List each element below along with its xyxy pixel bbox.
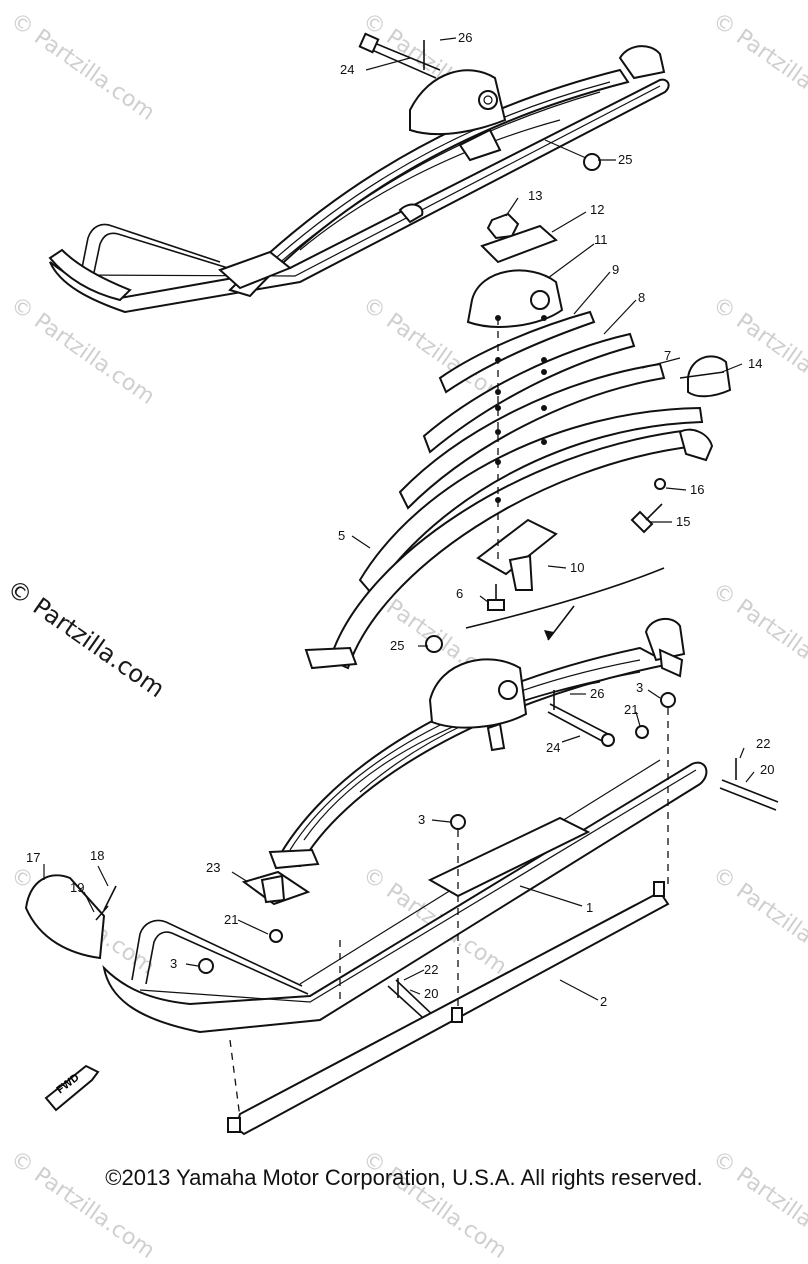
callout-24-bottom: 24 <box>546 740 560 755</box>
callout-8: 9 <box>612 262 619 277</box>
callout-20-front: 20 <box>424 986 438 1001</box>
callout-26-bottom: 26 <box>590 686 604 701</box>
bottom-ski-assembly: FWD <box>24 617 779 1136</box>
ski-assembly-diagram: FWD 24 <box>24 30 779 1136</box>
callout-2: 2 <box>600 994 607 1009</box>
top-ski-assembly <box>48 32 670 314</box>
callout-22-front: 22 <box>424 962 438 977</box>
callout-1: 1 <box>586 900 593 915</box>
callout-10: 6 <box>456 586 463 601</box>
callout-9: 10 <box>570 560 584 575</box>
callout-5: 5 <box>338 528 345 543</box>
exploded-parts <box>304 212 732 670</box>
callout-3-mid: 3 <box>418 812 425 827</box>
callout-26-top: 26 <box>458 30 472 45</box>
callout-15: 15 <box>676 514 690 529</box>
callout-3-front: 3 <box>170 956 177 971</box>
callout-18: 18 <box>90 848 104 863</box>
callout-25-bottom: 25 <box>390 638 404 653</box>
callout-25-top: 25 <box>618 152 632 167</box>
callout-14: 14 <box>748 356 762 371</box>
callout-21-front: 21 <box>224 912 238 927</box>
callout-leaders <box>43 37 755 1001</box>
callout-numbers: 24 26 25 13 12 11 9 8 7 14 16 15 5 10 6 … <box>26 30 774 1009</box>
callout-11: 11 <box>594 232 608 247</box>
callout-24-top: 24 <box>340 62 354 77</box>
callout-23: 23 <box>206 860 220 875</box>
callout-7: 8 <box>638 290 645 305</box>
callout-19: 19 <box>70 880 84 895</box>
callout-16: 16 <box>690 482 704 497</box>
copyright-footer: ©2013 Yamaha Motor Corporation, U.S.A. A… <box>105 1165 703 1190</box>
callout-17: 17 <box>26 850 40 865</box>
callout-12: 12 <box>590 202 604 217</box>
callout-20-rear: 20 <box>760 762 774 777</box>
callout-6: 7 <box>664 348 671 363</box>
callout-21-rear: 21 <box>624 702 638 717</box>
callout-3-rear: 3 <box>636 680 643 695</box>
callout-13: 13 <box>528 188 542 203</box>
callout-22-rear: 22 <box>756 736 770 751</box>
